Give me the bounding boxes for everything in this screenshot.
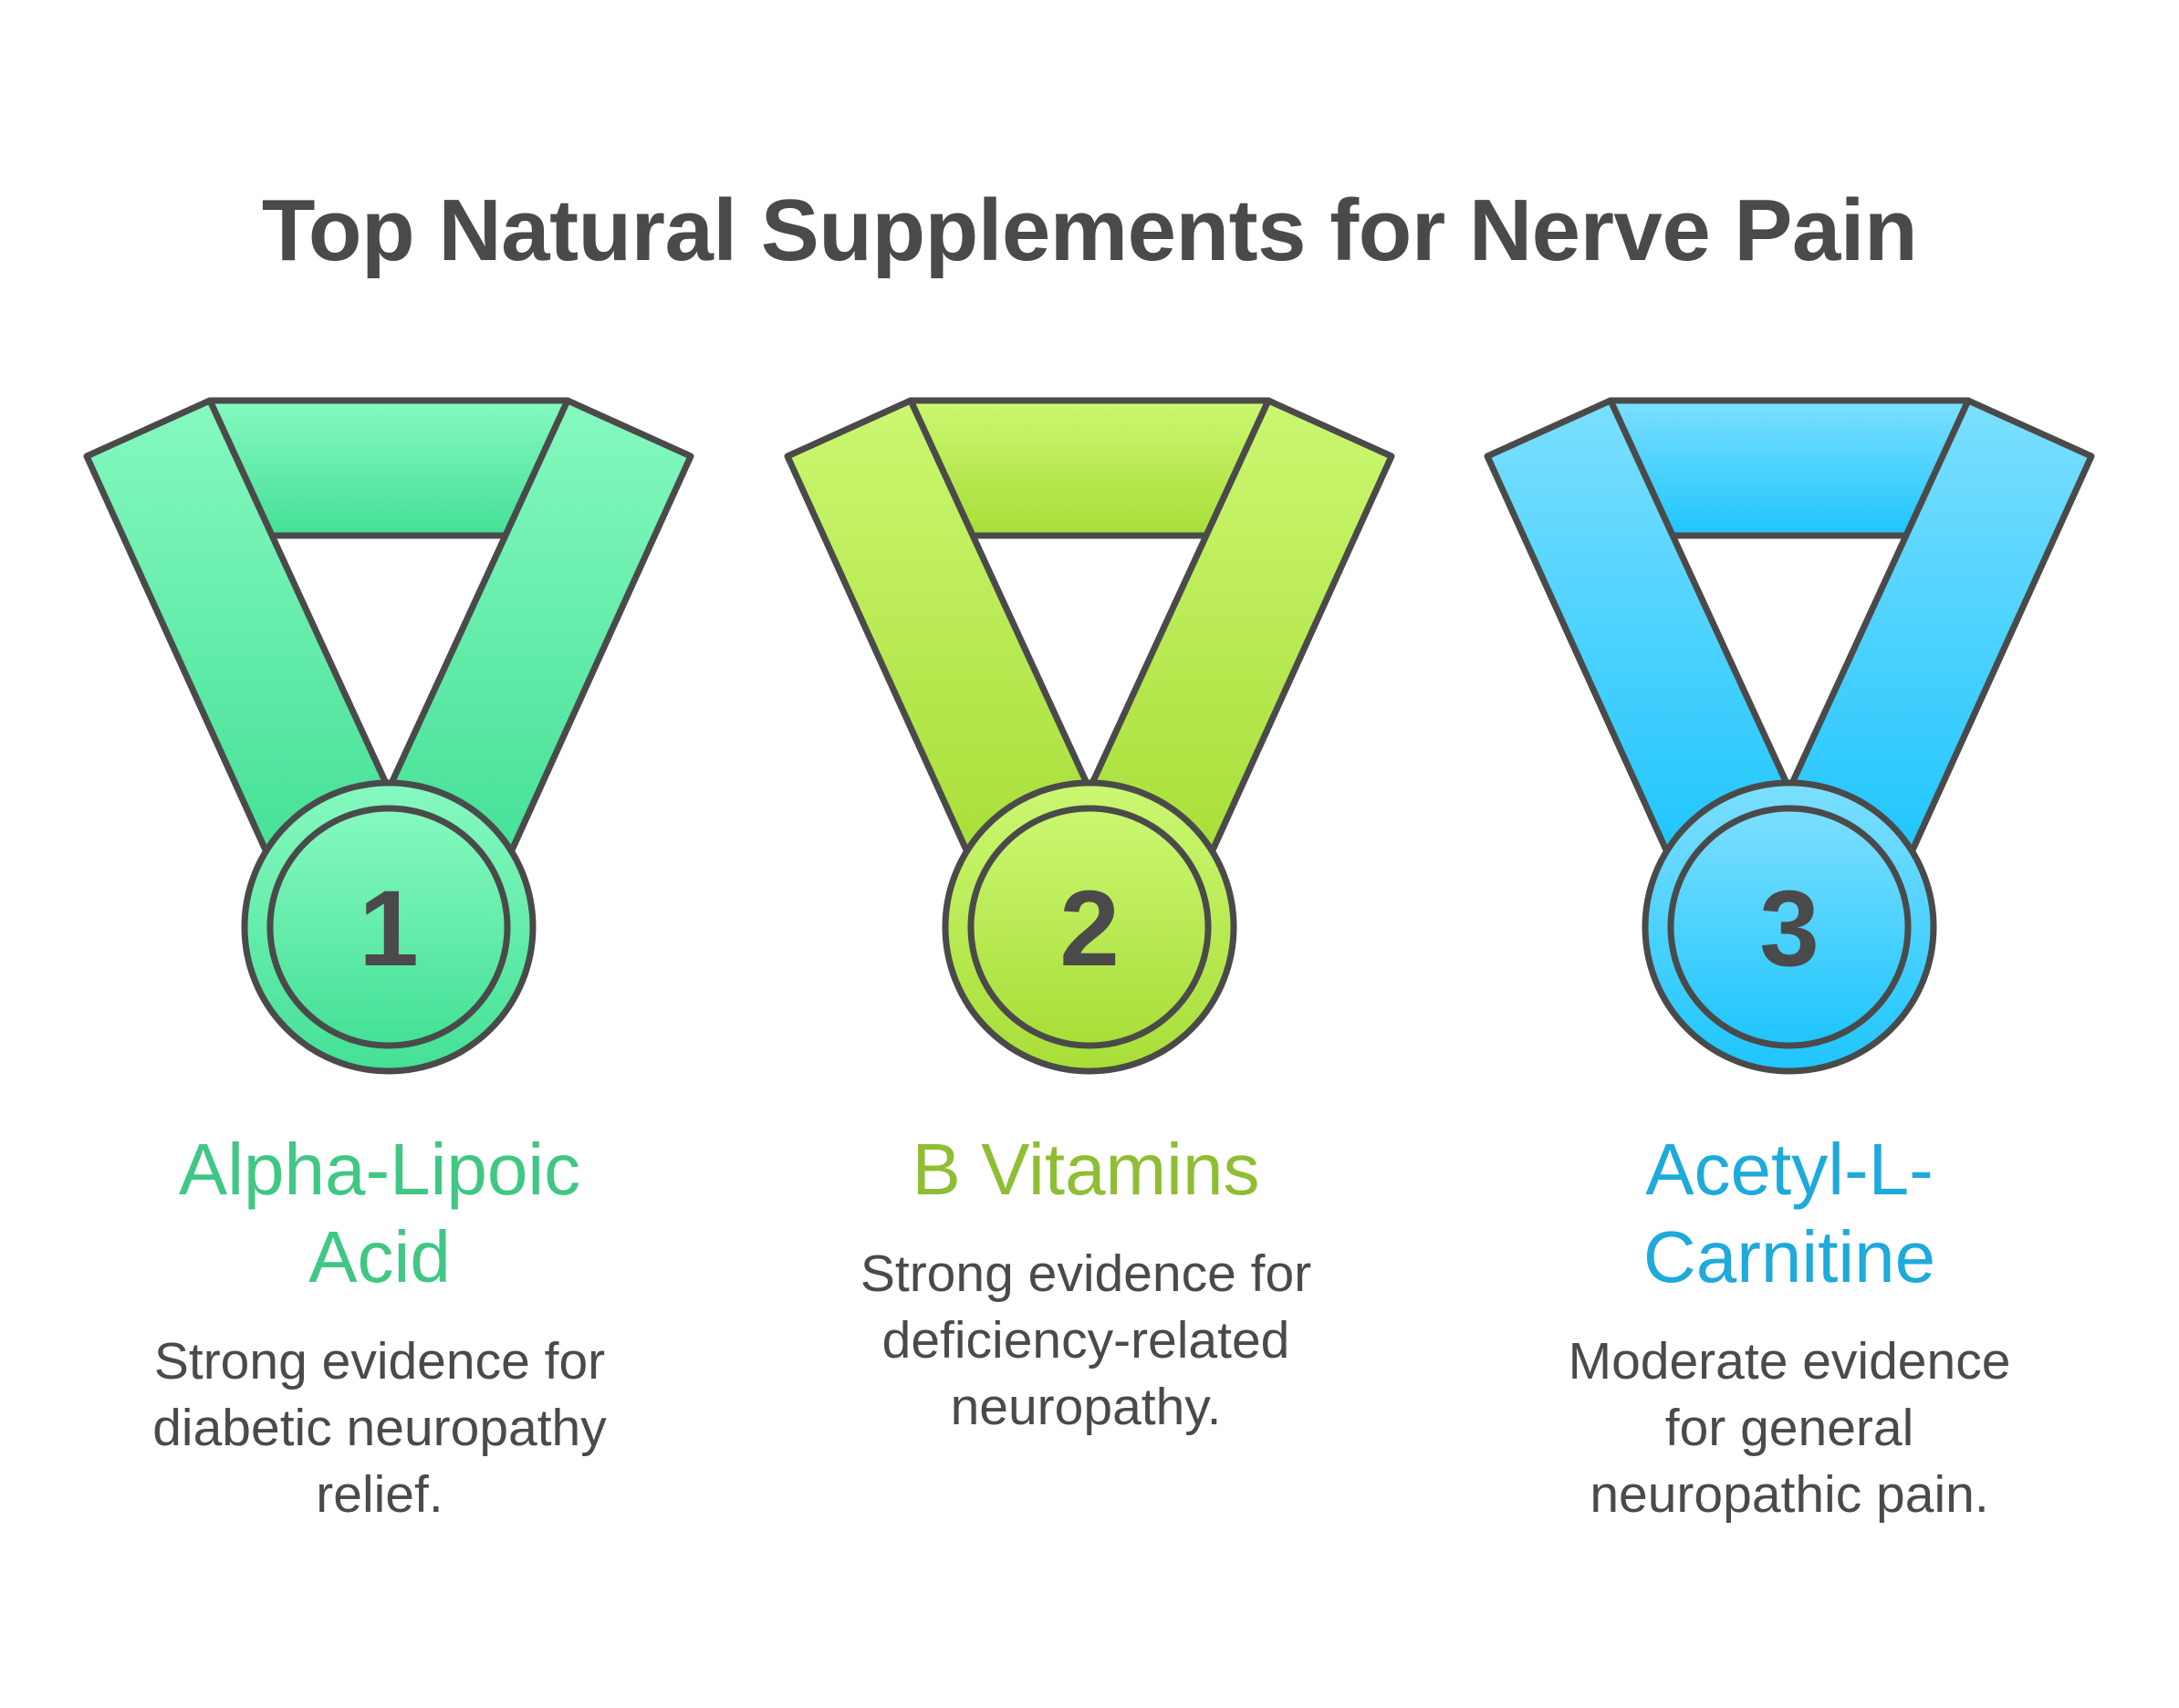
supplement-name: Acetyl-L- Carnitine <box>1516 1126 2063 1301</box>
description-line: for general <box>1664 1399 1914 1457</box>
description-line: Moderate evidence <box>1568 1332 2011 1390</box>
description-line: relief. <box>316 1465 443 1524</box>
supplement-name: B Vitamins <box>812 1126 1360 1213</box>
medal-inner-ring <box>967 805 1212 1049</box>
medal-rank-number: 3 <box>1759 869 1819 989</box>
description-line: deficiency-related <box>881 1311 1290 1370</box>
medal-icon-3: 3 <box>1484 397 2095 1075</box>
supplement-name-line: B Vitamins <box>912 1129 1260 1210</box>
medal-inner-ring <box>266 805 511 1049</box>
description-line: neuropathy. <box>950 1378 1222 1436</box>
description-line: diabetic neuropathy <box>152 1399 607 1457</box>
supplement-name: Alpha-Lipoic Acid <box>106 1126 653 1301</box>
supplement-description: Strong evidence for deficiency-related n… <box>812 1241 1360 1441</box>
supplement-description: Strong evidence for diabetic neuropathy … <box>106 1328 653 1528</box>
medal-rank-number: 1 <box>359 869 419 989</box>
supplement-name-line: Acetyl-L- <box>1645 1129 1934 1210</box>
medal-rank-number: 2 <box>1059 869 1120 989</box>
description-line: Strong evidence for <box>153 1332 606 1390</box>
supplement-name-line: Acid <box>308 1216 451 1297</box>
description-line: Strong evidence for <box>860 1245 1312 1303</box>
supplement-name-line: Alpha-Lipoic <box>178 1129 581 1210</box>
supplement-card-1: Alpha-Lipoic Acid Strong evidence for di… <box>106 1126 653 1528</box>
medal-inner-ring <box>1667 805 1912 1049</box>
page-title: Top Natural Supplements for Nerve Pain <box>261 182 1918 279</box>
medal-icon-2: 2 <box>784 397 1395 1075</box>
supplement-card-3: Acetyl-L- Carnitine Moderate evidence fo… <box>1516 1126 2063 1528</box>
medal-icon-1: 1 <box>83 397 694 1075</box>
supplement-description: Moderate evidence for general neuropathi… <box>1516 1328 2063 1528</box>
description-line: neuropathic pain. <box>1590 1465 1989 1524</box>
supplement-name-line: Carnitine <box>1642 1216 1936 1297</box>
supplement-card-2: B Vitamins Strong evidence for deficienc… <box>812 1126 1360 1441</box>
